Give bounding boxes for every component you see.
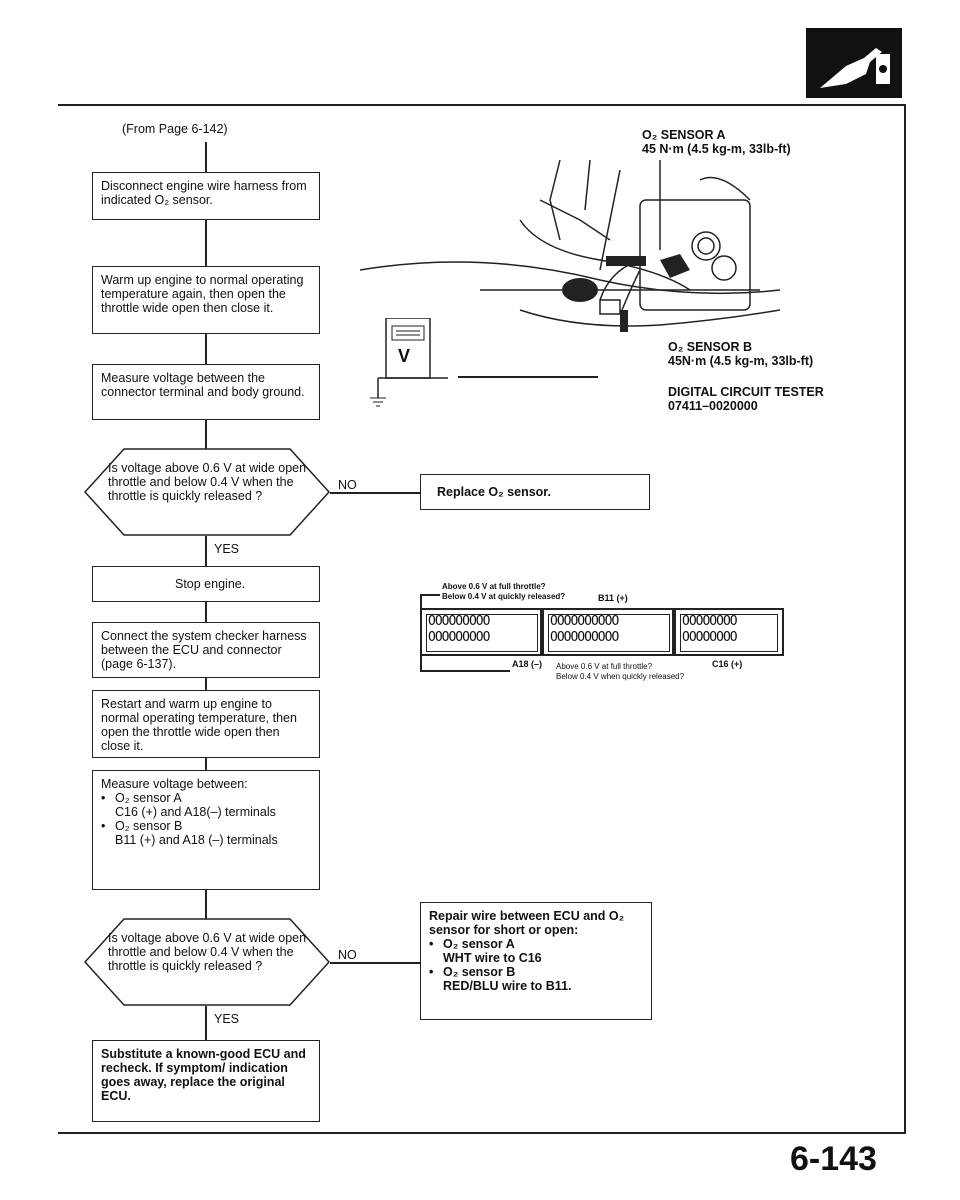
step-disconnect-harness: Disconnect engine wire harness from indi… — [92, 172, 320, 220]
tester-part-number: 07411–0020000 — [668, 399, 758, 413]
list-item-sub: WHT wire to C16 — [443, 951, 542, 965]
connector-line — [205, 890, 207, 920]
step-restart-engine: Restart and warm up engine to normal ope… — [92, 690, 320, 758]
step-measure-between: Measure voltage between: O₂ sensor AC16 … — [92, 770, 320, 890]
connector-line — [205, 220, 207, 266]
list-item-head: O₂ sensor B — [115, 819, 183, 833]
connector-line — [205, 142, 207, 172]
sensor-a-torque: 45 N·m (4.5 kg-m, 33lb-ft) — [642, 142, 791, 156]
connector-divider — [672, 610, 676, 654]
connector-block-b — [548, 614, 670, 652]
result-replace-sensor: Replace O₂ sensor. — [420, 474, 650, 510]
connector-a18-label: A18 (–) — [512, 659, 543, 669]
step-7-title: Measure voltage between: — [101, 777, 248, 791]
decision-2-yes: YES — [214, 1012, 240, 1026]
decision-2-no: NO — [338, 948, 357, 962]
step-measure-voltage: Measure voltage between the connector te… — [92, 364, 320, 420]
meter-letter: V — [398, 346, 411, 366]
connector-top-note-2: Below 0.4 V at quickly released? — [442, 592, 566, 601]
sensor-b-title: O₂ SENSOR B — [668, 340, 753, 354]
connector-line — [205, 420, 207, 450]
tester-lead — [458, 376, 598, 378]
list-item-sub: B11 (+) and A18 (–) terminals — [115, 833, 278, 847]
decision-2-question: Is voltage above 0.6 V at wide open thro… — [108, 931, 307, 973]
sensor-a-title: O₂ SENSOR A — [642, 128, 726, 142]
from-page-label: (From Page 6-142) — [122, 122, 228, 136]
connector-b11-label: B11 (+) — [598, 593, 628, 603]
step-substitute-ecu: Substitute a known-good ECU and recheck.… — [92, 1040, 320, 1122]
step-stop-engine: Stop engine. — [92, 566, 320, 602]
decision-1-no: NO — [338, 478, 357, 492]
connector-line — [330, 962, 422, 964]
connector-pins-row1-c: OOOOOOOO — [682, 614, 738, 629]
connector-line — [205, 1006, 207, 1040]
decision-1-yes: YES — [214, 542, 240, 556]
right-rule — [904, 104, 906, 1134]
connector-block-c — [680, 614, 778, 652]
engine-illustration — [360, 160, 781, 332]
list-item-sub: RED/BLU wire to B11. — [443, 979, 572, 993]
list-item-head: O₂ sensor A — [443, 937, 515, 951]
connector-line — [330, 492, 422, 494]
connector-divider — [540, 610, 544, 654]
connector-line — [205, 602, 207, 622]
list-item-head: O₂ sensor A — [115, 791, 182, 805]
decision-diamond-2 — [84, 918, 330, 1006]
connector-bottom-note-2: Below 0.4 V when quickly released? — [556, 672, 685, 681]
bottom-rule — [58, 1132, 906, 1134]
connector-pins-row2-c: OOOOOOOO — [682, 630, 738, 645]
sensor-b-torque: 45N·m (4.5 kg-m, 33lb-ft) — [668, 354, 814, 368]
connector-bottom-note-1: Above 0.6 V at full throttle? — [556, 662, 653, 671]
connector-line — [205, 334, 207, 364]
connector-pins-row2-a: OOOOOOOOO — [428, 630, 490, 645]
tester-title: DIGITAL CIRCUIT TESTER — [668, 385, 824, 399]
connector-pins-row2-b: OOOOOOOOOO — [550, 630, 619, 645]
fuel-system-icon — [806, 28, 902, 98]
list-item-head: O₂ sensor B — [443, 965, 516, 979]
top-rule — [58, 104, 906, 106]
decision-diamond-1 — [84, 448, 330, 536]
page-number: 6-143 — [790, 1140, 877, 1178]
ecu-connector — [420, 608, 784, 656]
connector-top-note-1: Above 0.6 V at full throttle? — [442, 582, 546, 591]
result-repair-wire: Repair wire between ECU and O₂ sensor fo… — [420, 902, 652, 1020]
connector-line — [420, 594, 440, 596]
connector-line — [205, 536, 207, 566]
list-item-sub: C16 (+) and A18(–) terminals — [115, 805, 276, 819]
connector-line — [420, 670, 510, 672]
repair-title: Repair wire between ECU and O₂ sensor fo… — [429, 909, 625, 937]
connector-c16-label: C16 (+) — [712, 659, 743, 669]
digital-tester-icon — [370, 318, 448, 407]
connector-pins-row1-b: OOOOOOOOOO — [550, 614, 619, 629]
connector-line — [205, 758, 207, 770]
step-connect-checker: Connect the system checker harness betwe… — [92, 622, 320, 678]
connector-line — [205, 678, 207, 690]
decision-1-question: Is voltage above 0.6 V at wide open thro… — [108, 461, 307, 503]
step-warm-up: Warm up engine to normal operating tempe… — [92, 266, 320, 334]
connector-pins-row1-a: OOOOOOOOO — [428, 614, 490, 629]
connector-block-a — [426, 614, 538, 652]
